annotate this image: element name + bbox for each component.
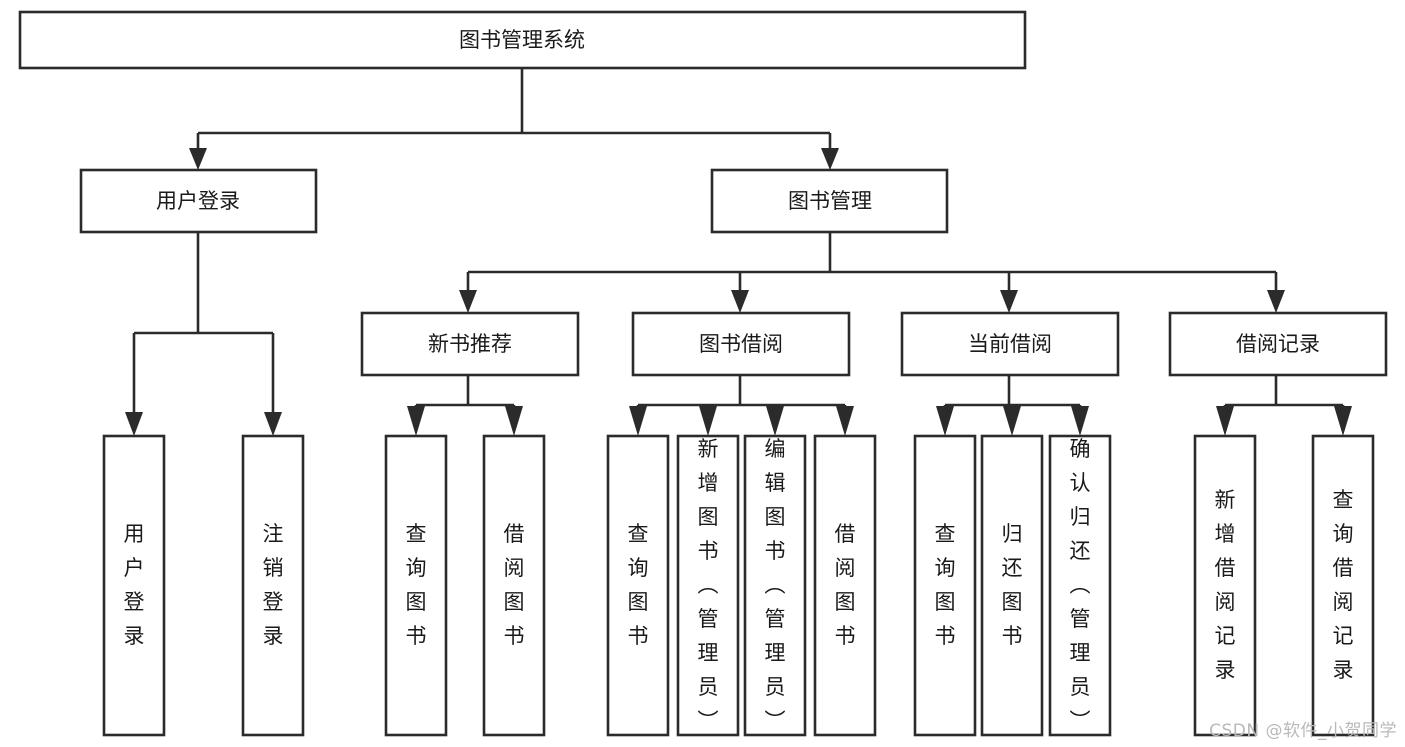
node-current-borrow[interactable]: 当前借阅 bbox=[900, 311, 1120, 377]
node-book-borrow[interactable]: 图书借阅 bbox=[631, 311, 851, 377]
node-borrow-record-box[interactable] bbox=[1168, 311, 1388, 377]
arrow-head-user-login bbox=[189, 148, 207, 170]
node-leaf-borrow-book-2-label: 借阅图书 bbox=[835, 522, 856, 648]
node-borrow-record-label: 借阅记录 bbox=[1236, 332, 1320, 356]
node-leaf-edit-book-box[interactable] bbox=[743, 434, 807, 737]
node-leaf-borrow-book-2[interactable]: 借阅图书 bbox=[813, 434, 877, 737]
node-leaf-add-book-box[interactable] bbox=[676, 434, 740, 737]
node-leaf-return-book-box[interactable] bbox=[980, 434, 1044, 737]
connector-group-book-manage bbox=[459, 232, 1285, 313]
connector-group-root bbox=[189, 68, 839, 170]
connector-group-new-book-recommend bbox=[407, 375, 523, 436]
node-book-manage-label: 图书管理 bbox=[788, 189, 872, 213]
arrow-head-leaf-query-book-2 bbox=[629, 406, 647, 436]
node-leaf-return-book-label: 归还图书 bbox=[1002, 522, 1023, 648]
node-leaf-confirm-return-box[interactable] bbox=[1048, 434, 1112, 737]
node-leaf-query-book-3[interactable]: 查询图书 bbox=[913, 434, 977, 737]
node-leaf-borrow-book-1-box[interactable] bbox=[482, 434, 546, 737]
node-leaf-add-record-label: 新增借阅记录 bbox=[1215, 488, 1236, 682]
node-leaf-edit-book-label: 编辑图书︵管理员︶ bbox=[765, 437, 786, 733]
node-leaf-confirm-return[interactable]: 确认归还︵管理员︶ bbox=[1048, 434, 1112, 737]
node-leaf-add-book[interactable]: 新增图书︵管理员︶ bbox=[676, 434, 740, 737]
arrow-head-leaf-user-login bbox=[125, 412, 143, 436]
arrow-head-leaf-borrow-book-1 bbox=[505, 406, 523, 436]
node-leaf-query-book-2[interactable]: 查询图书 bbox=[606, 434, 670, 737]
node-book-manage[interactable]: 图书管理 bbox=[710, 168, 949, 234]
node-leaf-user-logout-box[interactable] bbox=[241, 434, 305, 737]
arrow-head-leaf-query-book-1 bbox=[407, 406, 425, 436]
node-leaf-user-login[interactable]: 用户登录 bbox=[102, 434, 166, 737]
node-leaf-borrow-book-2-box[interactable] bbox=[813, 434, 877, 737]
node-root-box[interactable] bbox=[18, 10, 1027, 70]
arrow-head-borrow-record bbox=[1267, 290, 1285, 313]
node-leaf-user-logout[interactable]: 注销登录 bbox=[241, 434, 305, 737]
arrow-head-leaf-query-book-3 bbox=[936, 406, 954, 436]
connector-group-current-borrow bbox=[936, 375, 1089, 436]
node-leaf-query-book-1[interactable]: 查询图书 bbox=[384, 434, 448, 737]
arrow-head-leaf-edit-book bbox=[766, 406, 784, 436]
node-leaf-confirm-return-label: 确认归还︵管理员︶ bbox=[1070, 437, 1091, 733]
node-leaf-query-book-3-label: 查询图书 bbox=[935, 522, 956, 648]
node-leaf-edit-book[interactable]: 编辑图书︵管理员︶ bbox=[743, 434, 807, 737]
node-current-borrow-label: 当前借阅 bbox=[968, 332, 1052, 356]
node-leaf-borrow-book-1[interactable]: 借阅图书 bbox=[482, 434, 546, 737]
arrow-head-current-borrow bbox=[1000, 290, 1018, 313]
node-user-login[interactable]: 用户登录 bbox=[79, 168, 318, 234]
node-book-manage-box[interactable] bbox=[710, 168, 949, 234]
arrow-head-leaf-query-record bbox=[1334, 406, 1352, 436]
arrow-head-leaf-return-book bbox=[1003, 406, 1021, 436]
node-leaf-user-login-box[interactable] bbox=[102, 434, 166, 737]
node-leaf-add-record-box[interactable] bbox=[1193, 434, 1257, 737]
node-current-borrow-box[interactable] bbox=[900, 311, 1120, 377]
node-leaf-user-login-label: 用户登录 bbox=[124, 522, 145, 648]
connector-group-borrow-record bbox=[1216, 375, 1352, 436]
arrow-head-leaf-add-record bbox=[1216, 406, 1234, 436]
arrow-head-book-manage bbox=[821, 148, 839, 170]
arrow-head-leaf-add-book bbox=[699, 406, 717, 436]
node-book-borrow-label: 图书借阅 bbox=[699, 332, 783, 356]
connector-group-user-login bbox=[125, 232, 282, 436]
node-book-borrow-box[interactable] bbox=[631, 311, 851, 377]
node-leaf-add-record[interactable]: 新增借阅记录 bbox=[1193, 434, 1257, 737]
node-leaf-return-book[interactable]: 归还图书 bbox=[980, 434, 1044, 737]
node-new-book-recommend-box[interactable] bbox=[360, 311, 580, 377]
node-user-login-label: 用户登录 bbox=[156, 189, 240, 213]
node-root[interactable]: 图书管理系统 bbox=[18, 10, 1027, 70]
arrow-head-leaf-borrow-book-2 bbox=[836, 406, 854, 436]
node-leaf-user-logout-label: 注销登录 bbox=[263, 522, 284, 648]
node-leaf-query-book-1-label: 查询图书 bbox=[406, 522, 427, 648]
arrow-head-new-book-recommend bbox=[459, 290, 477, 313]
node-leaf-query-book-2-box[interactable] bbox=[606, 434, 670, 737]
node-leaf-query-book-2-label: 查询图书 bbox=[628, 522, 649, 648]
node-new-book-recommend-label: 新书推荐 bbox=[428, 332, 512, 356]
node-leaf-borrow-book-1-label: 借阅图书 bbox=[504, 522, 525, 648]
node-leaf-query-book-3-box[interactable] bbox=[913, 434, 977, 737]
arrow-head-leaf-confirm-return bbox=[1071, 406, 1089, 436]
node-leaf-add-book-label: 新增图书︵管理员︶ bbox=[698, 437, 719, 733]
arrow-head-book-borrow bbox=[731, 290, 749, 313]
node-leaf-query-record[interactable]: 查询借阅记录 bbox=[1311, 434, 1375, 737]
node-leaf-query-book-1-box[interactable] bbox=[384, 434, 448, 737]
node-leaf-query-record-label: 查询借阅记录 bbox=[1333, 488, 1354, 682]
node-root-label: 图书管理系统 bbox=[459, 28, 585, 52]
connector-group-book-borrow bbox=[629, 375, 854, 436]
node-borrow-record[interactable]: 借阅记录 bbox=[1168, 311, 1388, 377]
arrow-head-leaf-user-logout bbox=[264, 412, 282, 436]
node-user-login-box[interactable] bbox=[79, 168, 318, 234]
node-new-book-recommend[interactable]: 新书推荐 bbox=[360, 311, 580, 377]
node-leaf-query-record-box[interactable] bbox=[1311, 434, 1375, 737]
